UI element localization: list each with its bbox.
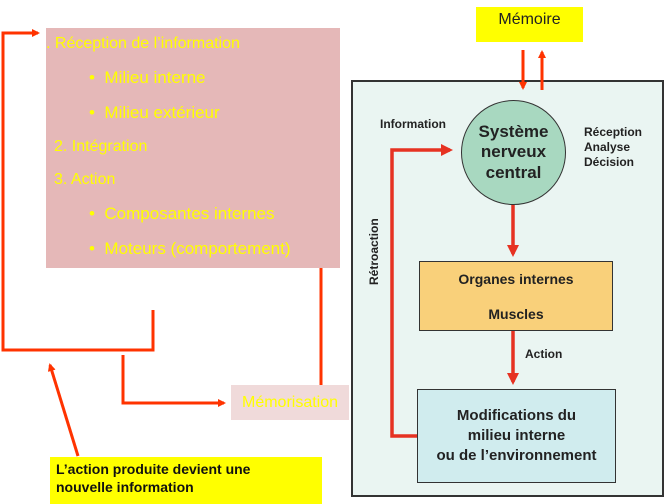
modif-line1: Modifications du: [456, 406, 577, 424]
action-label: Action: [525, 347, 563, 361]
analyse-label: Analyse: [584, 140, 631, 154]
modif-line2: milieu interne: [467, 426, 566, 444]
note-pointer-arrow: [47, 363, 80, 457]
memorisation-box: Mémorisation: [231, 385, 349, 420]
step-integration: 2. Intégration: [54, 138, 148, 155]
snc-line3: central: [485, 162, 542, 182]
modifications-box: Modifications du milieu interne ou de l’…: [417, 389, 616, 483]
note-line1: L’action produite devient une: [56, 461, 251, 477]
modif-line3: ou de l’environnement: [436, 447, 597, 465]
rad-labels: Réception Analyse Décision: [584, 125, 642, 170]
step-moteurs: • Moteurs (comportement): [89, 239, 291, 259]
step-moteurs-label: Moteurs (comportement): [104, 239, 291, 258]
snc-circle: Système nerveux central: [461, 100, 566, 205]
arrow-to-memorisation: [121, 355, 226, 407]
organes-box: Organes internes Muscles: [419, 261, 613, 331]
step-milieu-interne-label: Milieu interne: [104, 68, 206, 87]
step-action: 3. Action: [54, 171, 116, 188]
reception-label: Réception: [584, 125, 643, 139]
retroaction-arrow: [390, 144, 453, 438]
step-milieu-exterieur-label: Milieu extérieur: [104, 103, 220, 122]
step-milieu-interne: • Milieu interne: [89, 68, 206, 88]
snc-line1: Système: [478, 121, 549, 141]
snc-line2: nerveux: [480, 142, 547, 162]
note-line2: nouvelle information: [56, 479, 194, 496]
bullet-icon: •: [89, 204, 95, 223]
step-composantes-internes: • Composantes internes: [89, 204, 275, 224]
note-box: L’action produite devient une nouvelle i…: [50, 457, 322, 504]
bullet-icon: •: [89, 68, 95, 87]
organes-line2: Muscles: [488, 306, 544, 322]
step-composantes-label: Composantes internes: [104, 204, 275, 223]
organes-line1: Organes internes: [458, 271, 574, 287]
memoire-box: Mémoire: [476, 7, 583, 42]
step-milieu-exterieur: • Milieu extérieur: [89, 103, 220, 123]
step-reception: . Réception de l’information: [46, 35, 240, 52]
bullet-icon: •: [89, 239, 95, 258]
loop-arrow-left: [1, 29, 155, 352]
bullet-icon: •: [89, 103, 95, 122]
information-label: Information: [380, 117, 446, 131]
decision-label: Décision: [584, 155, 635, 169]
steps-box: . Réception de l’information • Milieu in…: [46, 28, 340, 268]
